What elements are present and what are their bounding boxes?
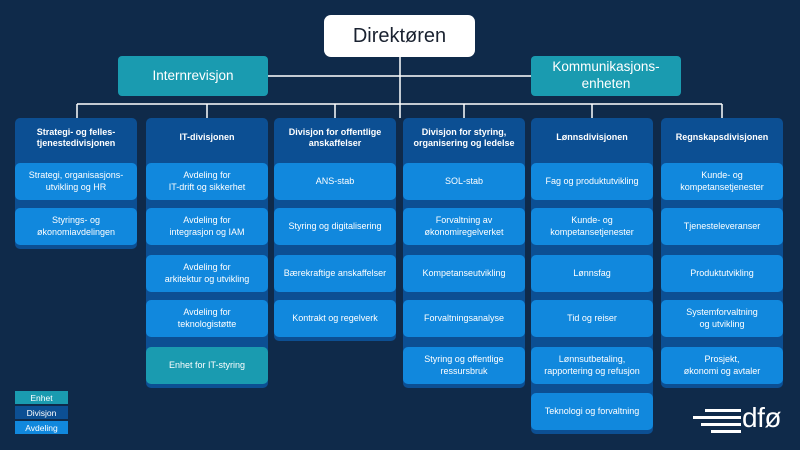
dfo-logo-text: dfø: [742, 402, 781, 433]
department-box: Kunde- og kompetansetjenester: [661, 163, 783, 200]
division-header: Regnskapsdivisjonen: [661, 118, 783, 158]
department-box: Bærekraftige anskaffelser: [274, 255, 396, 292]
department-box: Prosjekt, økonomi og avtaler: [661, 347, 783, 384]
department-box: Avdeling for IT-drift og sikkerhet: [146, 163, 268, 200]
department-box: Teknologi og forvaltning: [531, 393, 653, 430]
division-header: Divisjon for offentlige anskaffelser: [274, 118, 396, 158]
division-header: Lønnsdivisjonen: [531, 118, 653, 158]
department-box: Styring og digitalisering: [274, 208, 396, 245]
legend-divisjon: Divisjon: [15, 406, 68, 419]
department-box: Strategi, organisasjons- utvikling og HR: [15, 163, 137, 200]
department-box: Forvaltningsanalyse: [403, 300, 525, 337]
department-box: Produktutvikling: [661, 255, 783, 292]
division-header: IT-divisjonen: [146, 118, 268, 158]
department-box: Avdeling for teknologistøtte: [146, 300, 268, 337]
department-box: SOL-stab: [403, 163, 525, 200]
department-box: Kompetanseutvikling: [403, 255, 525, 292]
director-box: Direktøren: [324, 15, 475, 57]
department-box: Fag og produktutvikling: [531, 163, 653, 200]
department-box: Styrings- og økonomiavdelingen: [15, 208, 137, 245]
department-box: Kontrakt og regelverk: [274, 300, 396, 337]
department-box: Systemforvaltning og utvikling: [661, 300, 783, 337]
unit-box: Enhet for IT-styring: [146, 347, 268, 384]
department-box: Kunde- og kompetansetjenester: [531, 208, 653, 245]
internal-audit-box: Internrevisjon: [118, 56, 268, 96]
department-box: Lønnsutbetaling, rapportering og refusjo…: [531, 347, 653, 384]
department-box: Tjenesteleveranser: [661, 208, 783, 245]
department-box: Avdeling for integrasjon og IAM: [146, 208, 268, 245]
department-box: Avdeling for arkitektur og utvikling: [146, 255, 268, 292]
communications-unit-box: Kommunikasjons- enheten: [531, 56, 681, 96]
division-panel: [531, 158, 653, 434]
department-box: ANS-stab: [274, 163, 396, 200]
division-header: Strategi- og felles- tjenestedivisjonen: [15, 118, 137, 158]
department-box: Styring og offentlige ressursbruk: [403, 347, 525, 384]
department-box: Tid og reiser: [531, 300, 653, 337]
dfo-logo-mark: [693, 409, 741, 433]
department-box: Lønnsfag: [531, 255, 653, 292]
legend-avdeling: Avdeling: [15, 421, 68, 434]
division-header: Divisjon for styring, organisering og le…: [403, 118, 525, 158]
department-box: Forvaltning av økonomiregelverket: [403, 208, 525, 245]
legend-enhet: Enhet: [15, 391, 68, 404]
